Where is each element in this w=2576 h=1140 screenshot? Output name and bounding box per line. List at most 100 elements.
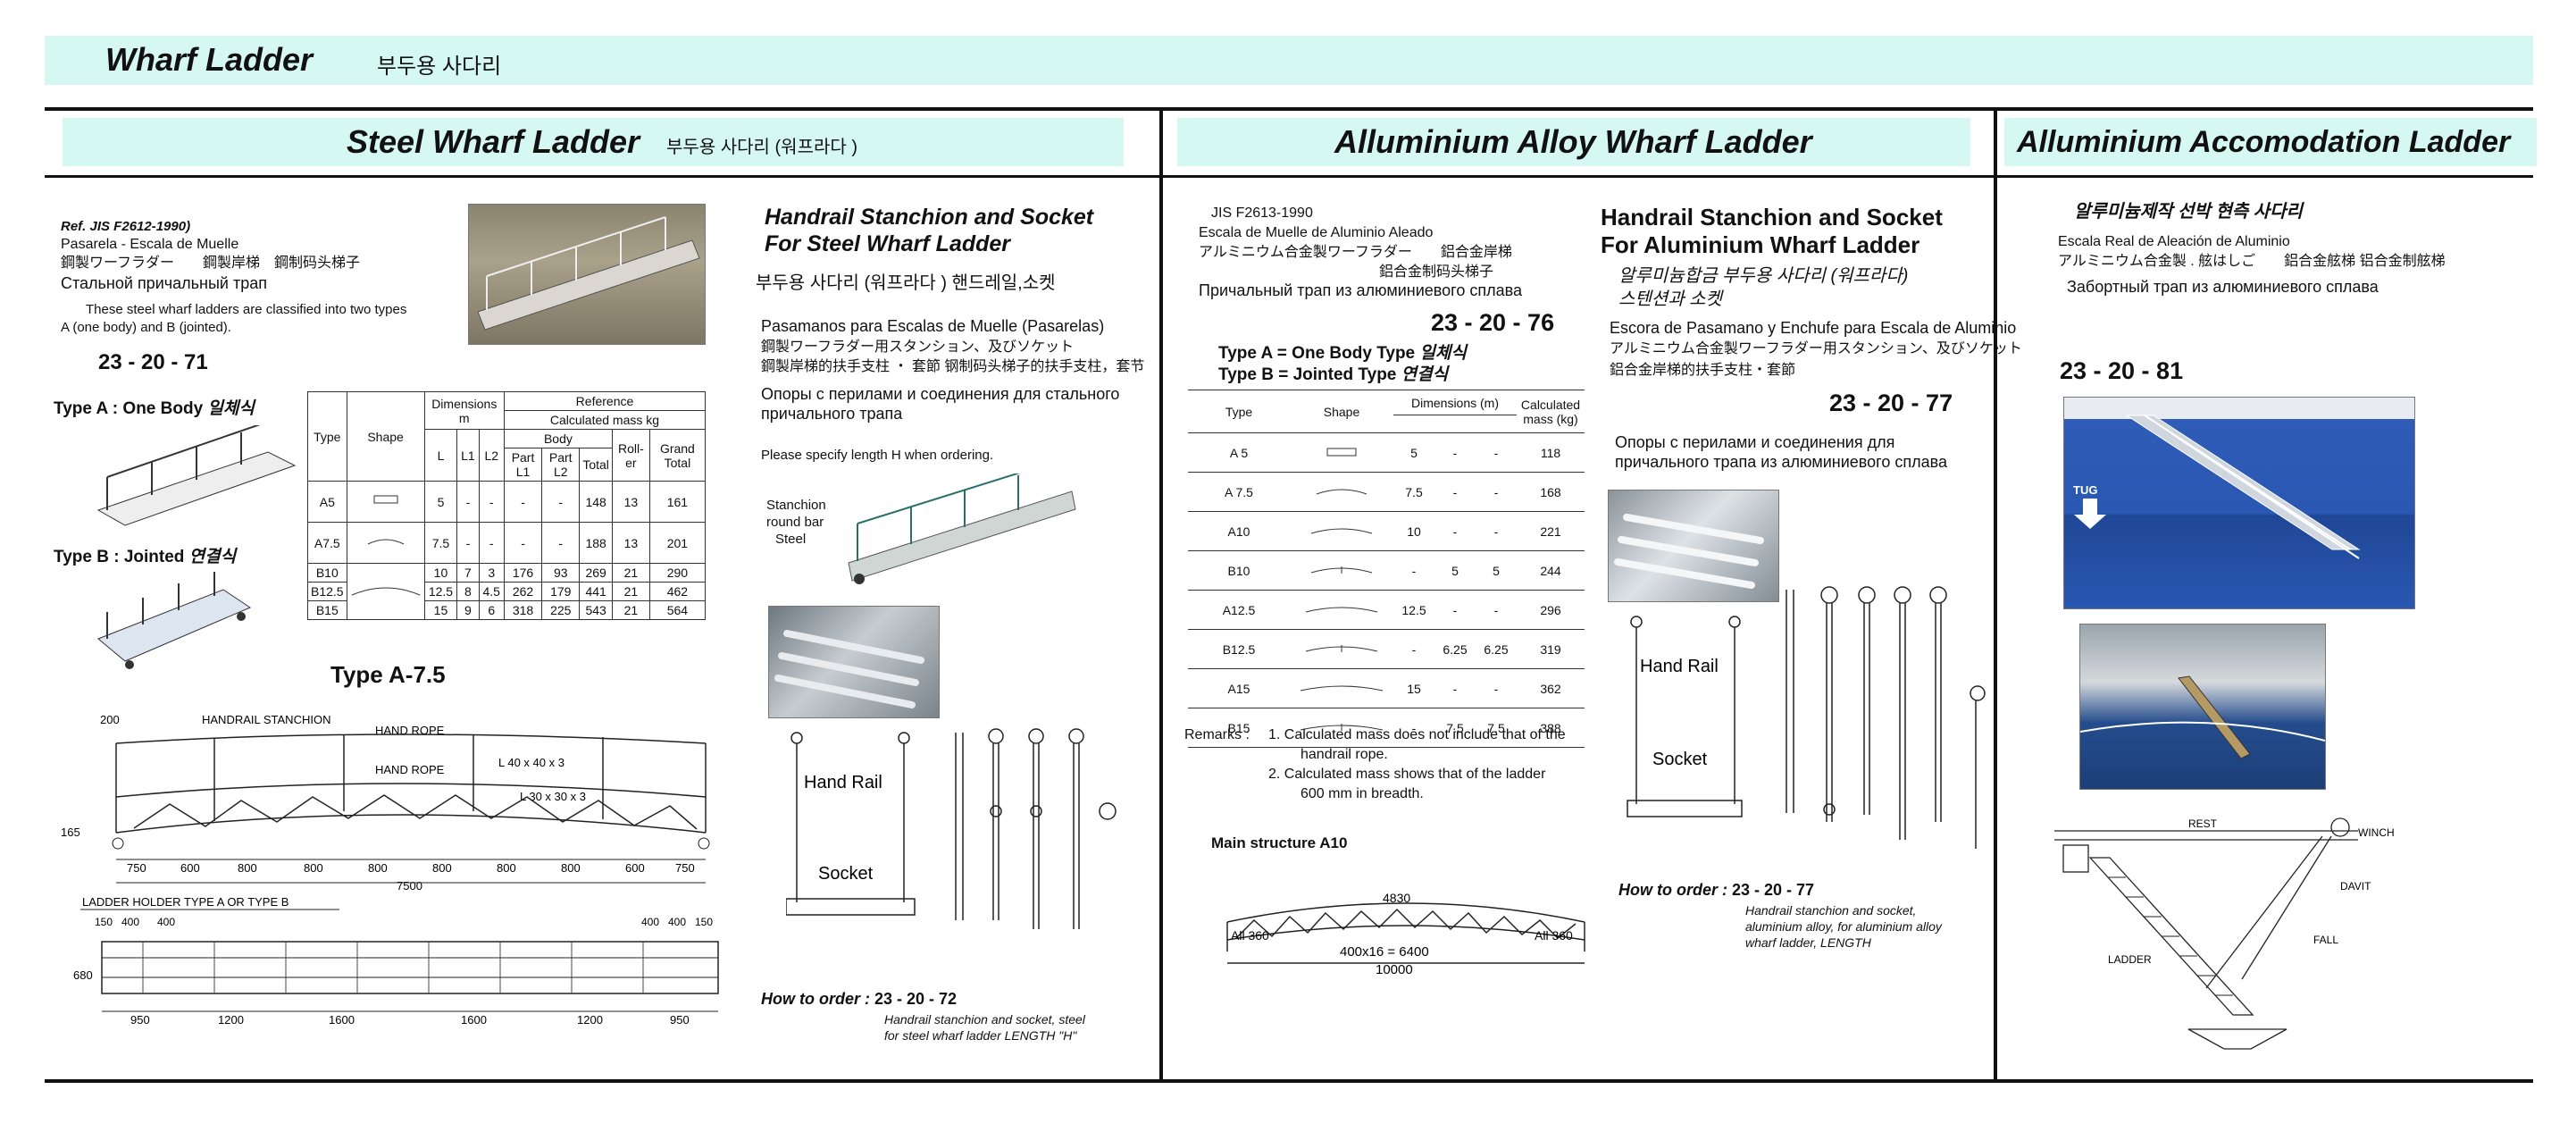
- page-title: Wharf Ladder: [105, 41, 314, 78]
- cell: -: [1476, 668, 1517, 708]
- steel-stanchion-ru1: Опоры с перилами и соединения для стальн…: [761, 385, 1120, 403]
- alu-banner: Alluminium Alloy Wharf Ladder: [1177, 118, 1970, 166]
- steel-stanchion-title: Handrail Stanchion and Socket For Steel …: [765, 204, 1093, 257]
- steel-desc-2: A (one body) and B (jointed).: [61, 320, 231, 335]
- cell: A15: [1188, 668, 1290, 708]
- lbl-round-bar: round bar: [766, 515, 824, 530]
- span: 750: [127, 861, 146, 875]
- shape-icon: [346, 481, 425, 523]
- header-banner: Wharf Ladder 부두용 사다리: [45, 36, 2533, 85]
- cell: 4.5: [478, 582, 505, 601]
- cell: 362: [1517, 668, 1585, 708]
- order-code: 23 - 20 - 72: [874, 990, 958, 1008]
- span: 800: [497, 861, 516, 875]
- remark-2b: 600 mm in breadth.: [1301, 786, 1424, 801]
- accom-photo-2: [2079, 624, 2326, 790]
- cell: 188: [579, 522, 613, 564]
- accom-es: Escala Real de Aleación de Aluminio: [2058, 234, 2290, 249]
- cell: 13: [611, 481, 650, 523]
- cell: 564: [648, 600, 707, 620]
- stanchion-lbl: Stanchion round bar Steel: [766, 497, 826, 548]
- accom-ladder-drawing: REST WINCH DAVIT FALL LADDER: [2054, 817, 2395, 1050]
- accom-ko: 알루미늄제작 선박 현측 사다리: [2074, 202, 2303, 222]
- col-mass: Calculated mass (kg): [1517, 390, 1585, 433]
- steel-photo: [468, 204, 706, 345]
- cell: 118: [1517, 432, 1585, 473]
- angle-label-1: L 40 x 40 x 3: [498, 756, 565, 769]
- cell: 319: [1517, 629, 1585, 669]
- bottom-dim: 950: [130, 1013, 150, 1027]
- steel-ru: Стальной причальный трап: [61, 274, 267, 292]
- steel-jp: 鋼製ワーフラダー 鋼製岸梯 鋼制码头梯子: [61, 256, 361, 271]
- type-a-label: Type A : One Body 일체식: [54, 395, 255, 419]
- cell: -: [478, 481, 505, 523]
- cell: 21: [611, 563, 650, 583]
- cell: -: [503, 481, 543, 523]
- shape-icon: [1290, 511, 1393, 551]
- hand-rail-label: Hand Rail: [1640, 657, 1719, 676]
- col-dimensions: Dimensions m: [423, 391, 505, 430]
- top-dim: 150: [95, 916, 113, 928]
- type-b-text: Type B : Jointed: [54, 548, 185, 566]
- alu-code: 23 - 20 - 76: [1431, 309, 1555, 336]
- col-shape: Shape: [346, 391, 425, 482]
- divider-1: [1159, 109, 1163, 1081]
- cell: 6.25: [1434, 629, 1476, 669]
- span: 800: [304, 861, 323, 875]
- accom-ru: Забортный трап из алюминиевого сплава: [2067, 278, 2379, 296]
- col-calc: Calculated mass kg: [503, 410, 707, 430]
- cell: 6: [478, 600, 505, 620]
- cell: 21: [611, 582, 650, 601]
- cell: B12.5: [307, 582, 347, 601]
- bottom-dim: 1200: [218, 1013, 244, 1027]
- type-a75-label: Type A-7.5: [330, 661, 446, 688]
- cell: 15: [1393, 668, 1434, 708]
- steel-stanchion-note: Please specify length H when ordering.: [761, 448, 994, 463]
- alu-ru: Причальный трап из алюминиевого сплава: [1199, 281, 1522, 299]
- top-dim: 400: [668, 916, 686, 928]
- lbl-steel: Steel: [775, 532, 807, 547]
- steel-ladder-photo-icon: [477, 216, 700, 331]
- hand-rope-label-1: HAND ROPE: [375, 724, 445, 737]
- total-length: 7500: [397, 879, 422, 893]
- steel-stanchion-jp2: 鋼製岸梯的扶手支柱 ・ 套節 钢制码头梯子的扶手支柱，套节: [761, 359, 1145, 374]
- shape-icon: [1290, 590, 1393, 630]
- steel-title-ko: 부두용 사다리 (워프라다 ): [666, 138, 857, 157]
- alu-jis: JIS F2613-1990: [1211, 205, 1313, 221]
- holder-label: LADDER HOLDER TYPE A OR TYPE B: [82, 895, 289, 909]
- col-part-l1: Part L1: [503, 448, 543, 482]
- cell: 9: [456, 600, 480, 620]
- bottom-dim: 1600: [329, 1013, 355, 1027]
- steel-table: Type Shape Dimensions m Reference Calcul…: [307, 391, 707, 620]
- shape-icon: [1290, 472, 1393, 512]
- remark-1b: handrail rope.: [1301, 747, 1388, 762]
- span: 600: [180, 861, 200, 875]
- cell: 5: [1476, 550, 1517, 591]
- accom-photo-1: TUG: [2063, 397, 2415, 609]
- handrail-stanchion-label: HANDRAIL STANCHION: [202, 713, 330, 726]
- rest-label: REST: [2188, 817, 2218, 830]
- order-line-2: for steel wharf ladder LENGTH "H": [884, 1028, 1077, 1043]
- alu-jp1: アルミニウム合金製ワーフラダー 鋁合金岸梯: [1199, 245, 1512, 260]
- bottom-dim: 1600: [461, 1013, 487, 1027]
- alu-stanchion-es: Escora de Pasamano y Enchufe para Escala…: [1610, 319, 2017, 337]
- dim-6400: 400x16 = 6400: [1340, 944, 1429, 960]
- ko-line-2: 스텐션과 소켓: [1618, 289, 1722, 309]
- cell: 290: [648, 563, 707, 583]
- alu-stanchion-title: Handrail Stanchion and Socket For Alumin…: [1601, 204, 1943, 259]
- alu-order-desc: Handrail stanchion and socket, aluminium…: [1745, 902, 1942, 951]
- fall-label: FALL: [2313, 934, 2338, 946]
- accom-ladder-photo-icon: TUG: [2064, 398, 2414, 559]
- alu-type-b-text: Type B = Jointed Type: [1218, 365, 1397, 384]
- cell: B15: [1188, 708, 1290, 748]
- steel-title: Steel Wharf Ladder: [347, 123, 640, 160]
- cell: 168: [1517, 472, 1585, 512]
- cell: B15: [307, 600, 347, 620]
- roller-icon: [698, 837, 710, 850]
- cell: 10: [1393, 511, 1434, 551]
- cell: -: [1476, 472, 1517, 512]
- steel-stanchion-ko: 부두용 사다리 (워프라다 ) 핸드레일,소켓: [756, 273, 1056, 293]
- cell: 6.25: [1476, 629, 1517, 669]
- cell: 5: [423, 481, 458, 523]
- ko-line-1: 알루미늄합금 부두용 사다리 (워프라다): [1618, 266, 1909, 286]
